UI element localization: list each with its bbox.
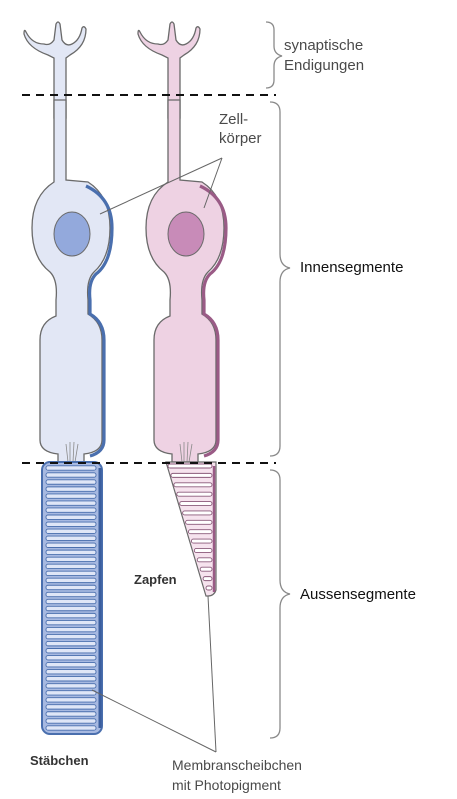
cone-disc xyxy=(170,472,213,478)
rod-disc xyxy=(45,570,97,577)
rod-disc xyxy=(45,563,97,570)
rod-nucleus xyxy=(53,211,91,257)
inner-segments-label: Innensegmente xyxy=(300,259,403,276)
rod-inner-body xyxy=(31,99,111,463)
cone-cell xyxy=(137,21,228,597)
rod-disc xyxy=(45,711,97,717)
cone-disc xyxy=(167,463,213,469)
rod-synaptic-terminal xyxy=(23,21,87,119)
rod-disc xyxy=(45,648,97,654)
rod-disc xyxy=(45,655,97,661)
rod-discs xyxy=(45,465,97,731)
cone-disc xyxy=(190,538,213,544)
rod-disc xyxy=(45,683,97,689)
outer-segments-label: Aussensegmente xyxy=(300,586,416,603)
rod-disc xyxy=(45,521,97,527)
rod-disc xyxy=(45,493,97,499)
brace-inner-segments xyxy=(269,101,291,457)
braces xyxy=(265,21,291,739)
brace-outer-segments xyxy=(269,469,291,739)
synaptic-endings-label-line1: synaptische xyxy=(284,37,363,54)
rod-disc xyxy=(45,528,97,534)
rod-disc xyxy=(45,486,97,492)
rod-disc xyxy=(45,662,97,668)
rod-disc xyxy=(45,556,97,563)
rod-disc xyxy=(45,507,97,513)
rod-disc xyxy=(45,542,97,548)
cell-body-pointer-rod xyxy=(99,157,223,215)
cone-disc xyxy=(185,519,213,525)
rod-disc xyxy=(45,697,97,703)
rod-disc xyxy=(45,669,97,675)
cone-nucleus xyxy=(167,211,205,257)
rod-disc xyxy=(45,549,97,555)
rod-label: Stäbchen xyxy=(30,753,89,768)
rod-disc xyxy=(45,514,97,520)
cell-body-pointer-cone xyxy=(203,157,223,209)
cell-body-label-line1: Zell- xyxy=(219,111,248,128)
cone-disc xyxy=(196,557,213,563)
rod-edge-shading xyxy=(85,184,114,458)
cone-label: Zapfen xyxy=(134,572,177,587)
brace-synaptic xyxy=(265,21,283,89)
cone-disc xyxy=(193,548,213,553)
cone-disc xyxy=(182,510,213,516)
rod-disc xyxy=(45,605,97,612)
rod-disc xyxy=(45,641,97,647)
discs-pointer-cone xyxy=(207,595,217,753)
rod-disc xyxy=(45,633,97,640)
rod-cell xyxy=(23,21,114,735)
rod-disc xyxy=(45,577,97,584)
cone-synaptic-terminal xyxy=(137,21,201,119)
cone-disc xyxy=(173,482,213,488)
rod-disc xyxy=(45,591,97,598)
rod-disc xyxy=(45,584,97,591)
cone-edge-shading xyxy=(199,184,228,458)
rod-disc xyxy=(45,725,97,731)
cone-disc xyxy=(202,576,213,582)
cone-disc xyxy=(205,585,213,591)
rod-disc xyxy=(45,704,97,710)
rod-disc xyxy=(45,465,97,471)
pointer-lines xyxy=(91,157,223,753)
rod-disc xyxy=(45,535,97,541)
rod-disc xyxy=(45,479,97,485)
rod-connecting-cilium xyxy=(65,441,79,463)
cone-disc xyxy=(188,529,213,535)
rod-disc xyxy=(45,500,97,506)
cone-disc xyxy=(199,566,213,572)
cone-disc xyxy=(176,491,213,497)
rod-disc xyxy=(45,626,97,633)
rod-disc xyxy=(45,718,97,724)
rod-disc xyxy=(45,598,97,605)
cone-connecting-cilium xyxy=(179,441,193,463)
cell-body-label-line2: körper xyxy=(219,130,262,147)
discs-label-line1: Membranscheibchen xyxy=(172,757,302,773)
rod-disc xyxy=(45,612,97,619)
rod-disc xyxy=(45,472,97,478)
rod-disc xyxy=(45,690,97,696)
rod-disc xyxy=(45,676,97,682)
synaptic-endings-label-line2: Endigungen xyxy=(284,57,364,74)
cone-disc xyxy=(179,501,213,506)
rod-disc xyxy=(45,619,97,626)
cone-inner-body xyxy=(145,99,225,463)
discs-label-line2: mit Photopigment xyxy=(172,777,281,793)
discs-pointer-rod xyxy=(91,689,217,753)
